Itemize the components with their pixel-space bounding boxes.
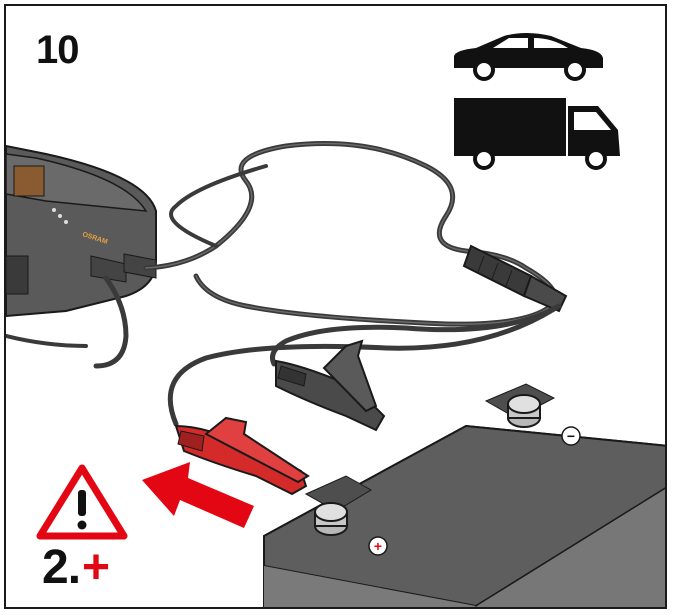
direction-arrow-icon [142,462,254,528]
car-icon [454,33,603,81]
charger-unit [6,144,157,318]
positive-terminal [314,502,348,536]
instruction-illustration: OSRAM [6,33,665,607]
cable-connector [462,244,568,313]
connection-order-number: 2. [42,541,81,594]
positive-symbol-badge [368,536,388,556]
positive-clamp-cable [167,306,557,427]
charger-cable-lower [93,275,129,369]
negative-symbol: − [567,428,575,444]
connection-order-symbol: + [82,541,110,594]
charger-cable [143,141,558,327]
negative-clamp [275,339,386,432]
negative-terminal [507,394,541,428]
connection-order-label: 2.+ [42,541,110,594]
positive-clamp [174,416,310,496]
positive-symbol: + [374,538,382,554]
step-number: 10 [36,28,79,72]
negative-symbol-badge [561,426,581,446]
battery [263,383,665,607]
instruction-panel: OSRAM [4,4,667,609]
van-icon [454,98,620,170]
warning-triangle-icon [36,464,128,540]
